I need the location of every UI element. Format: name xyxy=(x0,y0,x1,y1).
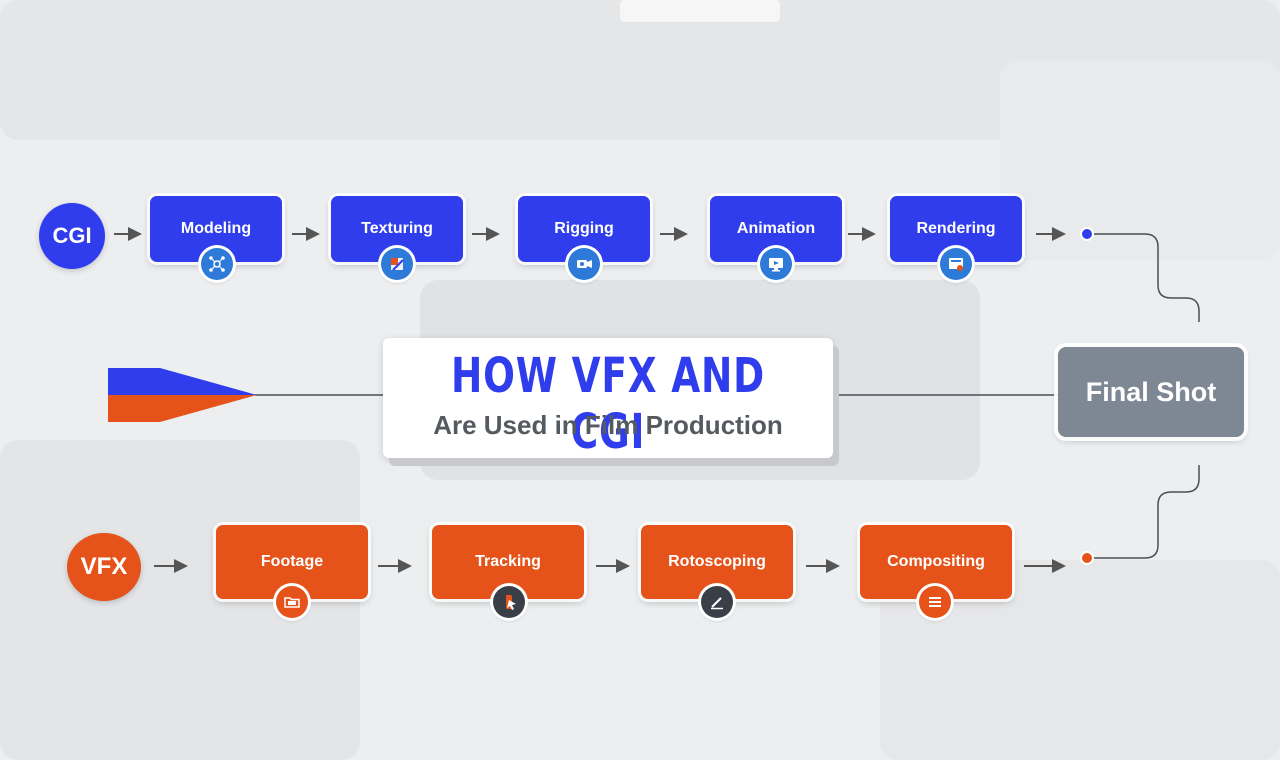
compositing-layers-icon xyxy=(919,586,951,618)
arrow-right-icon xyxy=(292,227,320,241)
modeling-network-icon xyxy=(201,248,233,280)
step-label: Rendering xyxy=(916,220,996,237)
final-shot-box: Final Shot xyxy=(1058,347,1244,437)
arrow-right-icon xyxy=(1036,227,1066,241)
background-shape xyxy=(620,0,780,22)
pencil-shape-icon xyxy=(108,368,257,422)
title-card: HOW VFX AND CGI Are Used in Film Product… xyxy=(383,338,833,460)
cgi-circle: CGI xyxy=(39,203,105,269)
arrow-right-icon xyxy=(472,227,500,241)
background-shape xyxy=(1000,60,1280,260)
step-label: Rigging xyxy=(554,220,614,237)
animation-monitor-icon xyxy=(760,248,792,280)
arrow-right-icon xyxy=(1024,559,1066,573)
step-rigging: Rigging xyxy=(518,196,650,262)
arrow-right-icon xyxy=(114,227,142,241)
texture-brush-icon xyxy=(381,248,413,280)
step-label: Footage xyxy=(260,553,324,570)
cgi-label: CGI xyxy=(52,223,92,248)
rendering-screen-icon xyxy=(940,248,972,280)
arrow-right-icon xyxy=(848,227,876,241)
rigging-camera-icon xyxy=(568,248,600,280)
tracking-cursor-icon xyxy=(493,586,525,618)
step-label: Modeling xyxy=(180,220,252,237)
vfx-label: VFX xyxy=(80,553,128,580)
vfx-circle: VFX xyxy=(67,533,141,601)
step-label: Tracking xyxy=(475,553,541,570)
step-label: Compositing xyxy=(887,553,985,570)
footage-folder-icon xyxy=(276,586,308,618)
step-label: Animation xyxy=(736,220,816,237)
arrow-right-icon xyxy=(660,227,688,241)
page-title: HOW VFX AND CGI xyxy=(451,348,765,460)
page-subtitle: Are Used in Film Production xyxy=(433,410,783,440)
arrow-right-icon xyxy=(154,559,188,573)
arrow-right-icon xyxy=(806,559,840,573)
step-label: Rotoscoping xyxy=(668,553,766,570)
final-shot-label: Final Shot xyxy=(1085,376,1217,407)
rotoscoping-pen-icon xyxy=(701,586,733,618)
step-label: Texturing xyxy=(361,220,433,237)
arrow-right-icon xyxy=(596,559,630,573)
arrow-right-icon xyxy=(378,559,412,573)
